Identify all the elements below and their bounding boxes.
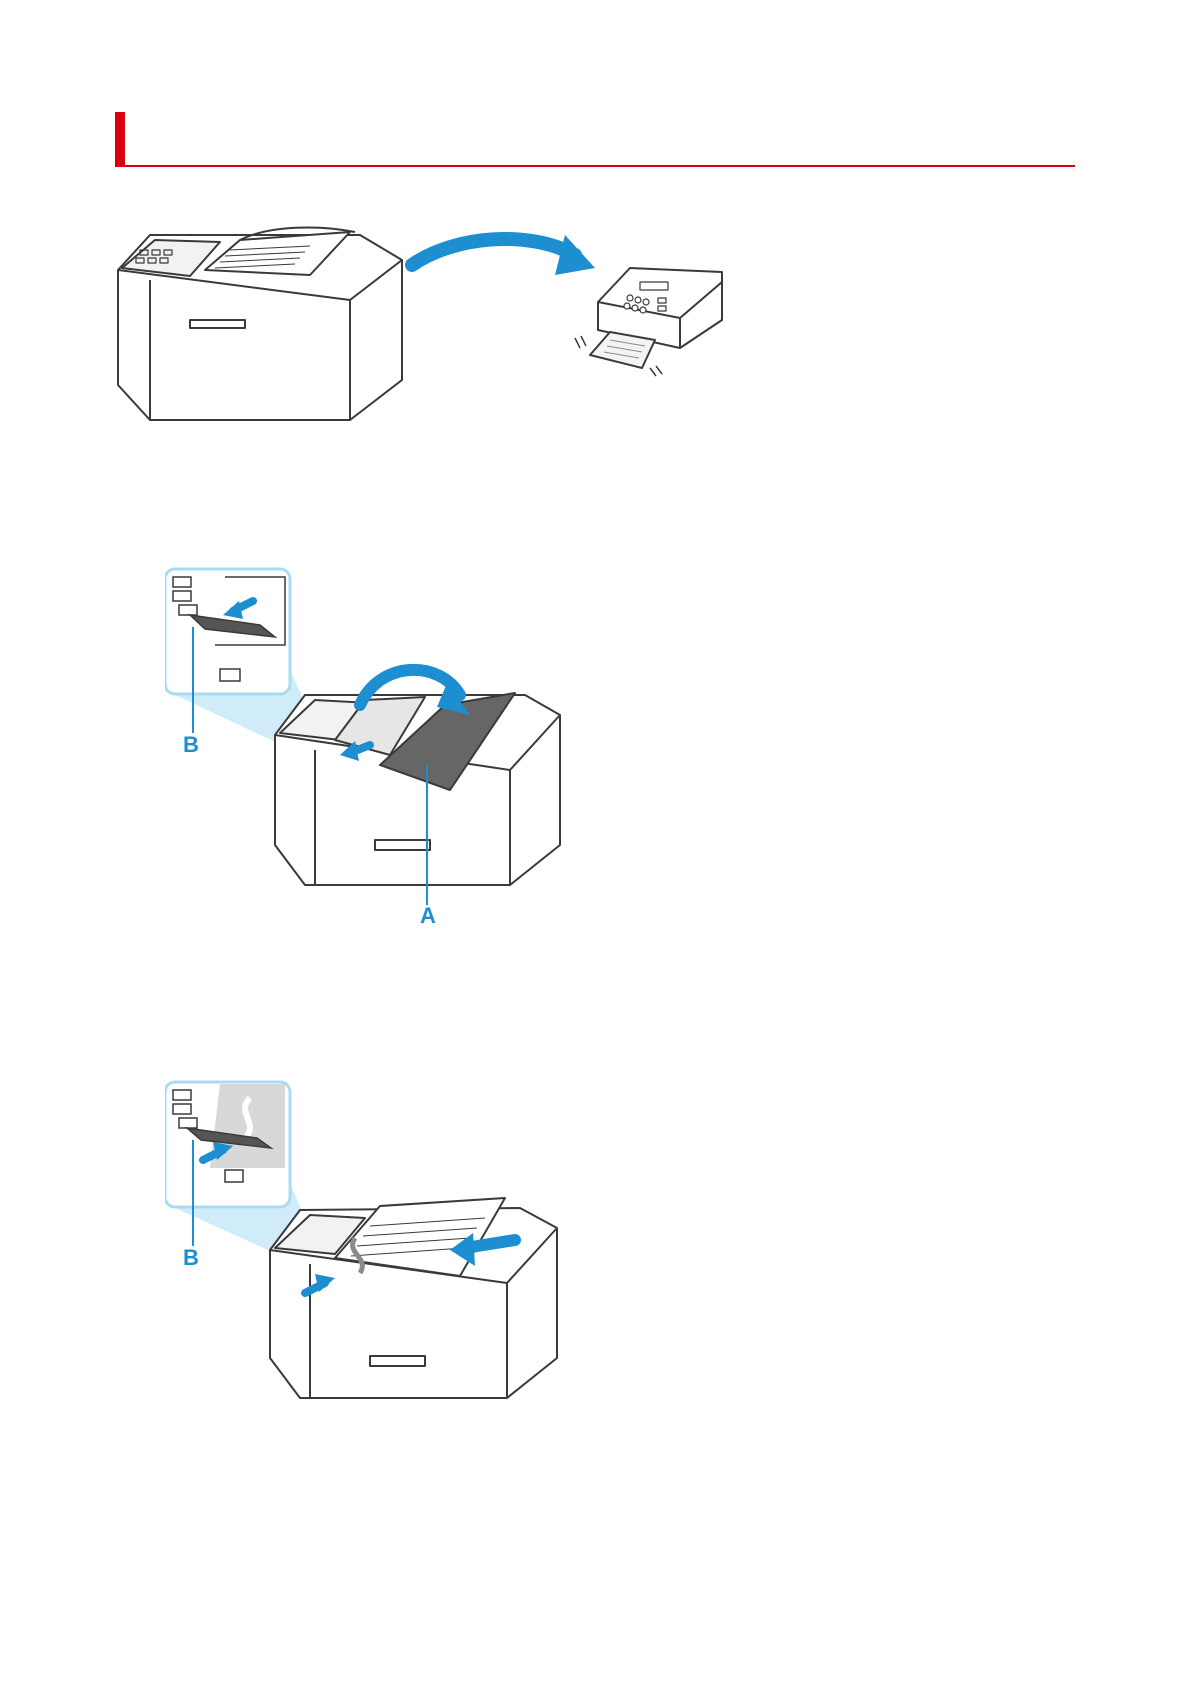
callout-label-b: B	[183, 1245, 199, 1270]
heading-underline	[115, 165, 1075, 167]
figure-load-document-adjust-guide: B	[165, 1078, 625, 1418]
figure-printer-to-fax	[110, 220, 810, 430]
printer-open-tray-illustration	[275, 693, 560, 885]
send-arrow-icon	[412, 235, 595, 275]
printer-illustration	[118, 227, 402, 420]
callout-label-a: A	[420, 903, 436, 925]
callout-label-b: B	[183, 732, 199, 757]
section-heading	[115, 112, 1075, 168]
heading-accent-bar	[115, 112, 125, 166]
figure-open-tray-slide-guide: B A	[165, 565, 625, 925]
printer-loaded-illustration	[270, 1198, 557, 1398]
fax-machine-illustration	[575, 268, 722, 376]
